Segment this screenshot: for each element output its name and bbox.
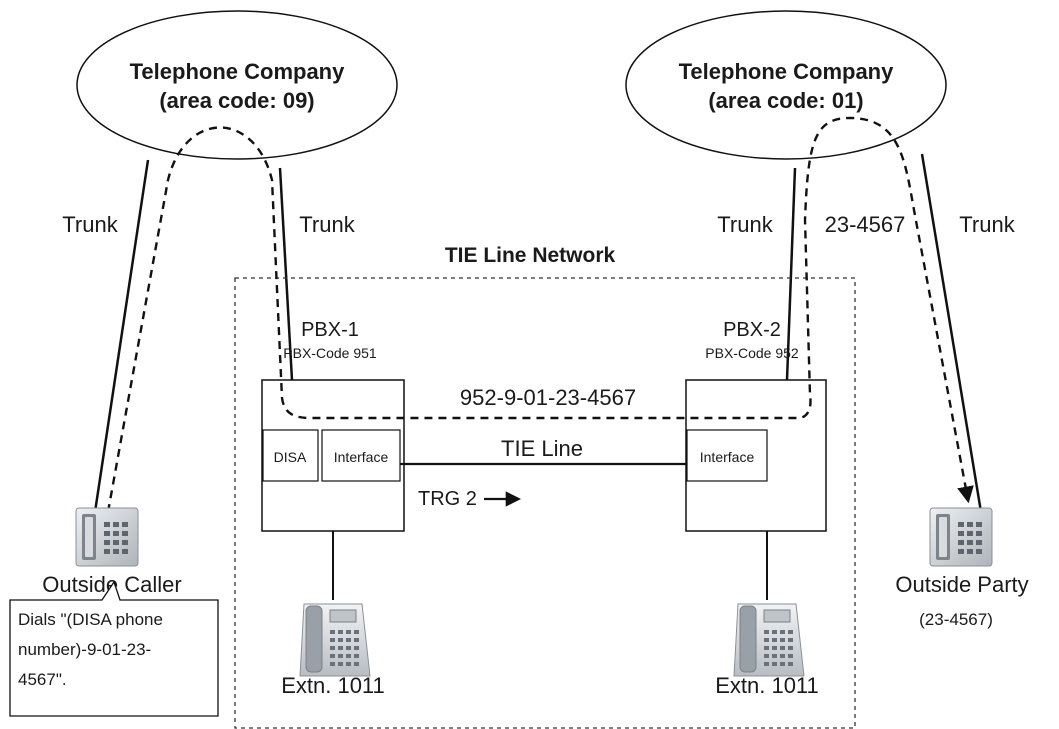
trunk-line-pbx1 bbox=[278, 167, 294, 381]
pbx-1-disa-box bbox=[262, 429, 319, 482]
telephone-company-left: Telephone Company (area code: 09) bbox=[76, 10, 398, 160]
pbx-2-interface-label: Interface bbox=[700, 449, 755, 465]
tie-line-label: TIE Line bbox=[501, 436, 583, 461]
desk-phone-icon bbox=[929, 507, 993, 567]
pbx-2-name: PBX-2 bbox=[723, 319, 781, 341]
network-title: TIE Line Network bbox=[445, 244, 616, 267]
route-number-backing bbox=[432, 382, 664, 410]
multiline-phone-icon bbox=[299, 603, 371, 677]
pbx-1-interface-label: Interface bbox=[334, 449, 389, 465]
callout-line-1: Dials "(DISA phone bbox=[18, 610, 163, 629]
outside-party-number: (23-4567) bbox=[919, 610, 993, 629]
tie-line-network-boundary bbox=[234, 277, 856, 729]
pbx-2-code: PBX-Code 952 bbox=[705, 345, 799, 361]
trunk-line-pbx2 bbox=[785, 167, 797, 381]
trunk-label-far-right: Trunk bbox=[959, 212, 1015, 237]
trunk-label-pbx2: Trunk bbox=[717, 212, 773, 237]
trunk-label-pbx1: Trunk bbox=[299, 212, 355, 237]
pbx-1: DISA Interface bbox=[261, 379, 405, 532]
pbx-1-interface-box bbox=[321, 429, 401, 482]
trunk-line-party bbox=[920, 153, 983, 513]
call-path bbox=[106, 116, 974, 513]
trunk-label-far-left: Trunk bbox=[62, 212, 118, 237]
multiline-phone-icon bbox=[733, 603, 805, 677]
telco-right-name: Telephone Company bbox=[679, 59, 894, 84]
pbx-1-name: PBX-1 bbox=[301, 319, 359, 341]
extension-left-label: Extn. 1011 bbox=[281, 673, 385, 698]
desk-phone-icon bbox=[75, 507, 139, 567]
dialed-number-label: 23-4567 bbox=[825, 212, 906, 237]
pbx-2: Interface bbox=[685, 379, 827, 532]
outside-party-label: Outside Party bbox=[895, 572, 1028, 597]
trg-label: TRG 2 bbox=[418, 488, 477, 510]
telephone-company-right: Telephone Company (area code: 01) bbox=[625, 10, 947, 160]
callout-line-2: number)-9-01-23- bbox=[18, 640, 151, 659]
pbx-1-code: PBX-Code 951 bbox=[283, 345, 377, 361]
pbx-2-interface-box bbox=[686, 429, 768, 482]
telco-left-area-code: (area code: 09) bbox=[159, 88, 314, 113]
route-number: 952-9-01-23-4567 bbox=[460, 385, 636, 410]
extension-right-label: Extn. 1011 bbox=[715, 673, 819, 698]
pbx-1-disa-label: DISA bbox=[274, 449, 307, 465]
callout-line-3: 4567". bbox=[18, 670, 67, 689]
telco-right-area-code: (area code: 01) bbox=[708, 88, 863, 113]
dial-instruction-callout: Dials "(DISA phone number)-9-01-23- 4567… bbox=[9, 580, 219, 717]
telco-left-name: Telephone Company bbox=[130, 59, 345, 84]
trunk-line-caller bbox=[93, 159, 150, 513]
